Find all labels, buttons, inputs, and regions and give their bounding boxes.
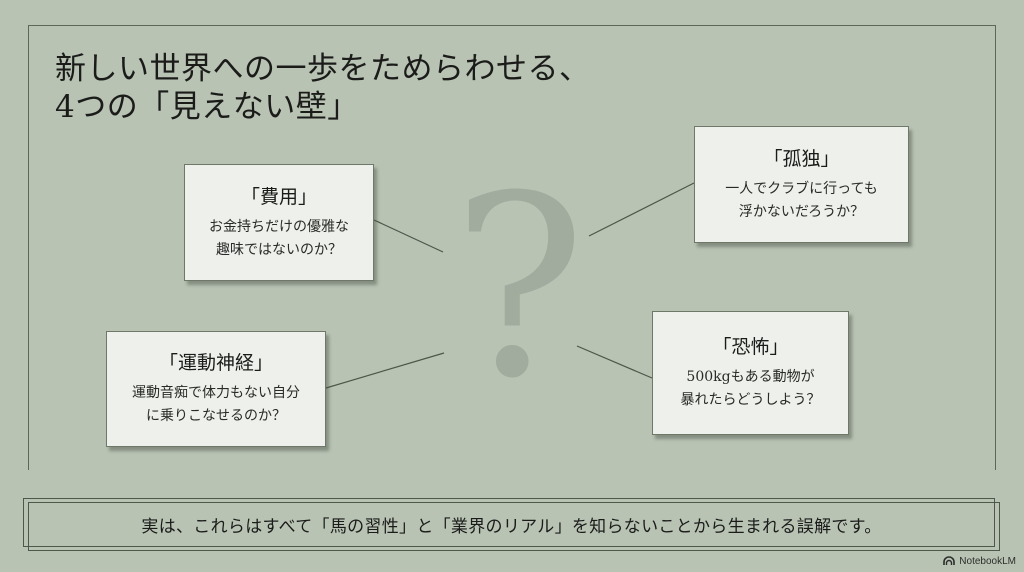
conclusion-border-outer [23, 498, 995, 547]
card-body-line: に乗りこなせるのか？ [146, 408, 286, 424]
conclusion-border-offset [28, 502, 1000, 551]
connector-line-loneliness [588, 182, 695, 237]
conclusion-box: 実は、これらはすべて「馬の習性」と「業界のリアル」を知らないことから生まれる誤解… [23, 498, 1000, 552]
card-body-line: 趣味ではないのか？ [216, 241, 342, 258]
conclusion-text: 実は、これらはすべて「馬の習性」と「業界のリアル」を知らないことから生まれる誤解… [141, 517, 882, 537]
question-mark-icon: ? [452, 142, 587, 433]
card-body-line: 暴れたらどうしよう？ [680, 392, 821, 408]
card-body-line: 一人でクラブに行っても [725, 180, 878, 197]
connector-line-cost [373, 219, 444, 253]
card-body-line: お金持ちだけの優雅な [209, 218, 349, 235]
title-line-2: 4つの「見えない壁」 [55, 89, 359, 125]
notebooklm-logo-icon [943, 556, 956, 565]
card-body-line: 運動音痴で体力もない自分 [132, 385, 300, 401]
notebooklm-watermark: NotebookLM [943, 553, 1016, 569]
watermark-label: NotebookLM [959, 555, 1016, 567]
card-heading: 「孤独」 [763, 147, 840, 170]
slide-title: 新しい世界への一歩をためらわせる、 4つの「見えない壁」 [55, 50, 591, 126]
card-heading: 「恐怖」 [712, 336, 789, 358]
connector-line-athletics [325, 352, 445, 389]
card-body-line: 500kgもある動物が [686, 369, 815, 385]
card-heading: 「費用」 [240, 185, 317, 208]
card-loneliness: 「孤独」 一人でクラブに行っても 浮かないだろうか？ [694, 126, 909, 243]
card-cost: 「費用」 お金持ちだけの優雅な 趣味ではないのか？ [184, 164, 374, 281]
card-body-line: 浮かないだろうか？ [738, 203, 865, 220]
title-line-1: 新しい世界への一歩をためらわせる、 [55, 51, 591, 87]
card-athletics: 「運動神経」 運動音痴で体力もない自分 に乗りこなせるのか？ [106, 331, 326, 447]
slide-frame [28, 25, 996, 470]
connector-line-fear [576, 345, 653, 379]
card-fear: 「恐怖」 500kgもある動物が 暴れたらどうしよう？ [652, 311, 849, 435]
card-heading: 「運動神経」 [158, 352, 273, 374]
